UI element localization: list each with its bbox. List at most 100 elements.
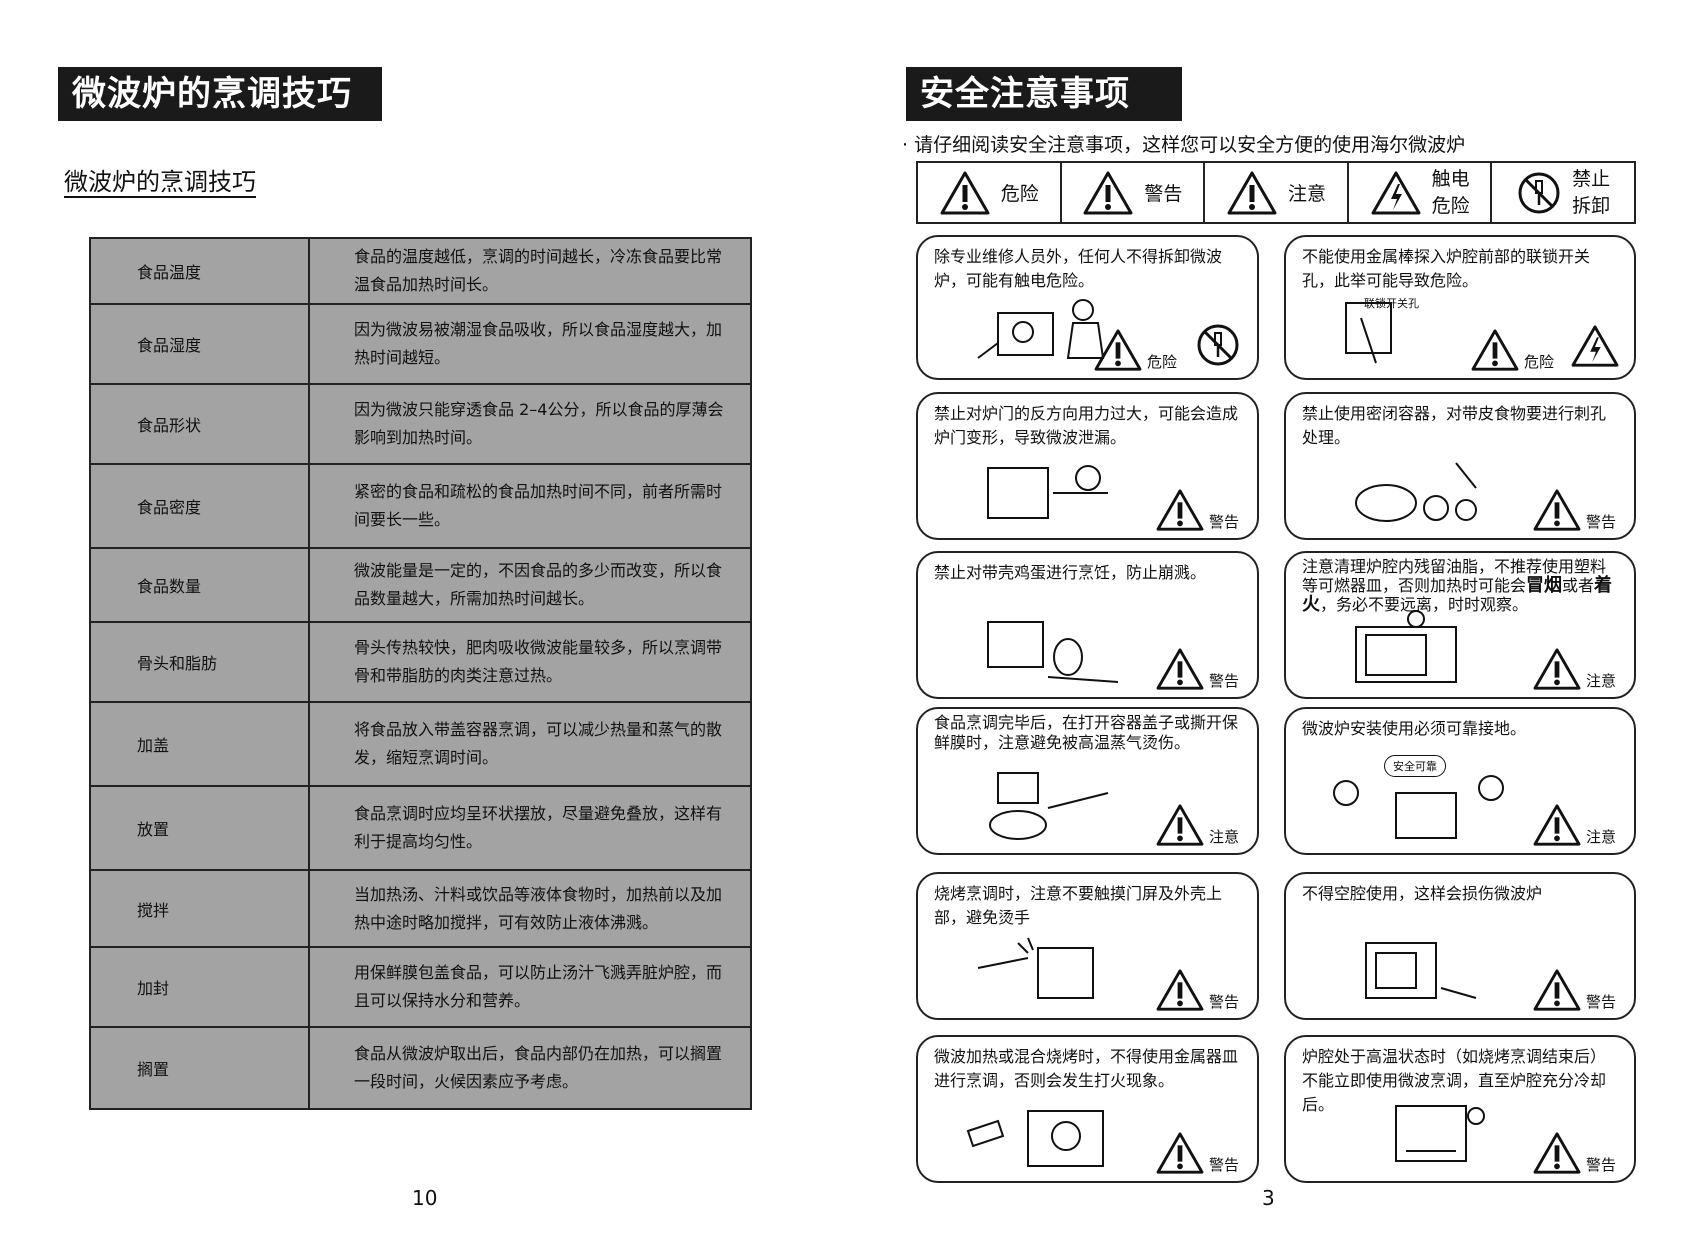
- door-force-illustration-icon: [987, 465, 1108, 519]
- no-disassembly-icon: [1197, 324, 1239, 366]
- legend-label: 禁止: [1572, 167, 1611, 190]
- factor-cell: 食品形状: [89, 383, 310, 465]
- legend-label: 拆卸: [1572, 194, 1611, 217]
- desc-cell: 食品的温度越低，烹调的时间越长，冷冻食品要比常温食品加热时间长。: [308, 237, 752, 305]
- warning-label: 警告: [1155, 647, 1239, 691]
- desc-cell: 用保鲜膜包盖食品，可以防止汤汁飞溅弄脏炉腔，而且可以保持水分和营养。: [308, 946, 752, 1028]
- speech-bubble: 安全可靠: [1384, 755, 1446, 777]
- legend-label: 危险: [1431, 194, 1470, 217]
- warning-level: 警告: [1208, 513, 1239, 531]
- left-page: 微波炉的烹调技巧 微波炉的烹调技巧 食品温度 食品的温度越低，烹调的时间越长，冷…: [0, 0, 844, 1241]
- table-row: 搅拌 当加热汤、汁料或饮品等液体食物时，加热前以及加热中途时略加搅拌，可有效防止…: [89, 869, 752, 948]
- safety-card: 不得空腔使用，这样会损伤微波炉 警告: [1284, 872, 1636, 1020]
- warning-label: 注意: [1155, 803, 1239, 847]
- legend-label: 警告: [1144, 183, 1183, 205]
- page-number: 10: [412, 1186, 438, 1210]
- page-title: 安全注意事项: [906, 67, 1182, 121]
- legend-danger: 危险: [918, 163, 1062, 222]
- warning-label: 注意: [1532, 803, 1616, 847]
- table-row: 放置 食品烹调时应均呈环状摆放，尽量避免叠放，这样有利于提高均匀性。: [89, 785, 752, 871]
- legend-label: 危险: [1000, 183, 1039, 205]
- card-text: 食品烹调完毕后，在打开容器盖子或撕开保鲜膜时，注意避免被高温蒸气烫伤。: [934, 713, 1239, 752]
- legend-label: 触电: [1431, 167, 1470, 190]
- right-page: 安全注意事项 · 请仔细阅读安全注意事项，这样您可以安全方便的使用海尔微波炉 危…: [844, 0, 1689, 1241]
- card-text: 不能使用金属棒探入炉腔前部的联锁开关孔，此举可能导致危险。: [1302, 247, 1591, 290]
- legend-caution: 注意: [1205, 163, 1349, 222]
- steam-illustration-icon: [989, 772, 1109, 840]
- card-text: 禁止对带壳鸡蛋进行烹饪，防止崩溅。: [934, 563, 1207, 582]
- warning-label: 注意: [1532, 647, 1616, 691]
- safety-card: 炉腔处于高温状态时（如烧烤烹调结束后）不能立即使用微波烹调，直至炉腔充分冷却后。…: [1284, 1035, 1636, 1183]
- warning-level: 警告: [1585, 1156, 1616, 1174]
- desc-cell: 食品烹调时应均呈环状摆放，尽量避免叠放，这样有利于提高均匀性。: [308, 785, 752, 871]
- warning-triangle-icon: [1156, 489, 1204, 531]
- table-row: 食品数量 微波能量是一定的，不因食品的多少而改变，所以食品数量越大，所需加热时间…: [89, 547, 752, 623]
- warning-level: 注意: [1585, 828, 1616, 846]
- factor-cell: 搁置: [89, 1026, 310, 1110]
- card-text: 不得空腔使用，这样会损伤微波炉: [1302, 884, 1543, 903]
- warning-label: 警告: [1532, 488, 1616, 532]
- emphasis-text: 冒烟: [1526, 575, 1563, 596]
- warning-triangle-icon: [1156, 648, 1204, 690]
- warning-label: 危险: [1093, 328, 1177, 372]
- safety-card: 禁止对带壳鸡蛋进行烹饪，防止崩溅。 警告: [916, 551, 1259, 699]
- text-part: ，务必不要远离，时时观察。: [1320, 595, 1529, 614]
- warning-label: 警告: [1155, 488, 1239, 532]
- legend-label: 注意: [1287, 183, 1326, 205]
- table-row: 加盖 将食品放入带盖容器烹调，可以减少热量和蒸气的散发，缩短烹调时间。: [89, 701, 752, 787]
- card-text: 禁止对炉门的反方向用力过大，可能会造成炉门变形，导致微波泄漏。: [934, 404, 1239, 447]
- desc-cell: 将食品放入带盖容器烹调，可以减少热量和蒸气的散发，缩短烹调时间。: [308, 701, 752, 787]
- card-text: 除专业维修人员外，任何人不得拆卸微波炉，可能有触电危险。: [934, 247, 1223, 290]
- factor-cell: 食品温度: [89, 237, 310, 305]
- intro-text: · 请仔细阅读安全注意事项，这样您可以安全方便的使用海尔微波炉: [902, 134, 1466, 156]
- warning-triangle-icon: [1533, 648, 1581, 690]
- warning-level: 警告: [1208, 672, 1239, 690]
- legend-shock: 触电 危险: [1349, 163, 1493, 222]
- warning-triangle-icon: [1227, 171, 1277, 214]
- metal-utensil-illustration-icon: [966, 1110, 1104, 1167]
- factor-cell: 搅拌: [89, 869, 310, 948]
- factor-cell: 食品湿度: [89, 303, 310, 385]
- page-number: 3: [1262, 1186, 1275, 1210]
- card-text: 微波炉安装使用必须可靠接地。: [1302, 719, 1527, 738]
- warning-triangle-icon: [1533, 969, 1581, 1011]
- desc-cell: 因为微波只能穿透食品 2–4公分，所以食品的厚薄会影响到加热时间。: [308, 383, 752, 465]
- table-row: 骨头和脂肪 骨头传热较快，肥肉吸收微波能量较多，所以烹调带骨和带脂肪的肉类注意过…: [89, 621, 752, 703]
- egg-illustration-icon: [987, 621, 1119, 683]
- factor-cell: 加封: [89, 946, 310, 1028]
- factor-cell: 食品数量: [89, 547, 310, 623]
- safety-card: 食品烹调完毕后，在打开容器盖子或撕开保鲜膜时，注意避免被高温蒸气烫伤。 注意: [916, 707, 1259, 855]
- oven-illustration-icon: [1355, 610, 1457, 683]
- desc-cell: 紧密的食品和疏松的食品加热时间不同，前者所需时间要长一些。: [308, 463, 752, 549]
- safety-card: 微波加热或混合烧烤时，不得使用金属器皿进行烹调，否则会发生打火现象。 警告: [916, 1035, 1259, 1183]
- warning-level: 警告: [1208, 1156, 1239, 1174]
- table-row: 食品湿度 因为微波易被潮湿食品吸收，所以食品湿度越大，加热时间越短。: [89, 303, 752, 385]
- desc-cell: 因为微波易被潮湿食品吸收，所以食品湿度越大，加热时间越短。: [308, 303, 752, 385]
- factor-cell: 放置: [89, 785, 310, 871]
- warning-triangle-icon: [940, 171, 990, 214]
- desc-cell: 骨头传热较快，肥肉吸收微波能量较多，所以烹调带骨和带脂肪的肉类注意过热。: [308, 621, 752, 703]
- card-text: 注意清理炉腔内残留油脂，不推荐使用塑料等可燃器皿，否则加热时可能会冒烟或者着火，…: [1302, 557, 1620, 614]
- electric-shock-icon: [1371, 171, 1421, 214]
- table-row: 食品温度 食品的温度越低，烹调的时间越长，冷冻食品要比常温食品加热时间长。: [89, 237, 752, 305]
- legend-warning: 警告: [1062, 163, 1206, 222]
- card-text: 微波加热或混合烧烤时，不得使用金属器皿进行烹调，否则会发生打火现象。: [934, 1047, 1239, 1090]
- warning-triangle-icon: [1533, 1132, 1581, 1174]
- warning-triangle-icon: [1471, 329, 1519, 371]
- electric-shock-icon: [1571, 325, 1619, 367]
- desc-cell: 当加热汤、汁料或饮品等液体食物时，加热前以及加热中途时略加搅拌，可有效防止液体沸…: [308, 869, 752, 948]
- warning-label: 警告: [1532, 968, 1616, 1012]
- sealed-container-illustration-icon: [1355, 462, 1477, 522]
- warning-triangle-icon: [1533, 804, 1581, 846]
- legend-label-group: 禁止 拆卸: [1572, 166, 1610, 220]
- hot-cavity-illustration-icon: [1395, 1105, 1485, 1162]
- hot-surface-illustration-icon: [977, 937, 1094, 999]
- factor-cell: 加盖: [89, 701, 310, 787]
- cooking-tips-table: 食品温度 食品的温度越低，烹调的时间越长，冷冻食品要比常温食品加热时间长。 食品…: [89, 237, 752, 1110]
- warning-triangle-icon: [1156, 969, 1204, 1011]
- desc-cell: 微波能量是一定的，不因食品的多少而改变，所以食品数量越大，所需加热时间越长。: [308, 547, 752, 623]
- safety-card: 禁止对炉门的反方向用力过大，可能会造成炉门变形，导致微波泄漏。 警告: [916, 392, 1259, 540]
- warning-level: 注意: [1208, 828, 1239, 846]
- card-text: 禁止使用密闭容器，对带皮食物要进行刺孔处理。: [1302, 404, 1607, 447]
- page-title: 微波炉的烹调技巧: [58, 67, 382, 121]
